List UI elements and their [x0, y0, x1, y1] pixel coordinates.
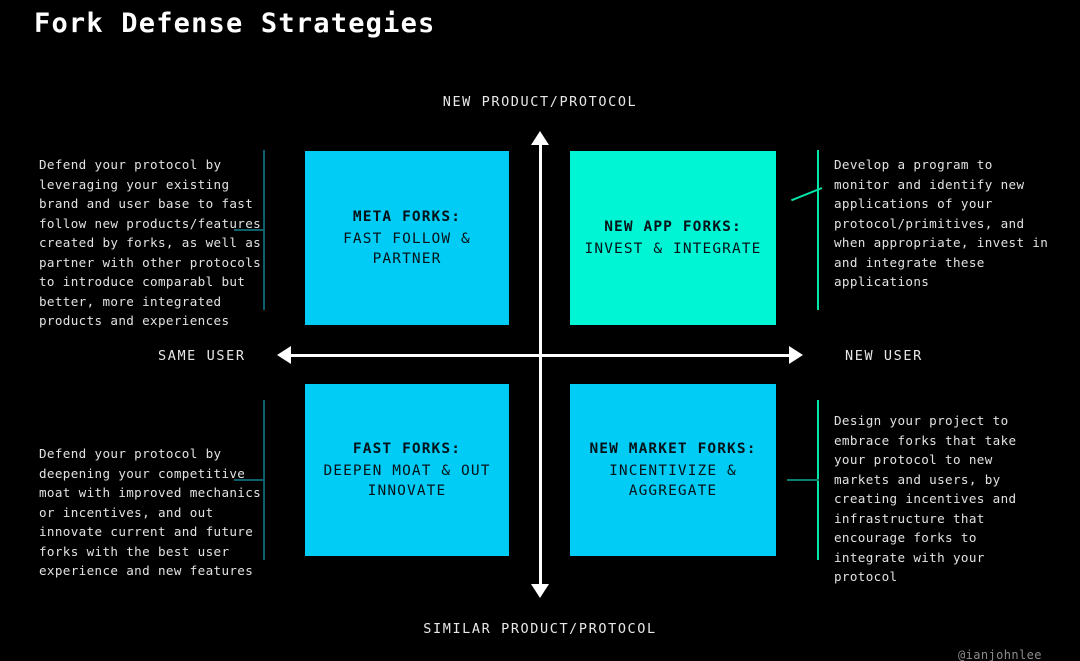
connector-line-bottom-left	[263, 400, 265, 560]
page-title: Fork Defense Strategies	[34, 8, 436, 39]
connector-line-top-left	[263, 150, 265, 310]
quadrant-new-market-forks[interactable]: NEW MARKET FORKS: INCENTIVIZE & AGGREGAT…	[570, 384, 776, 556]
annotation-bottom-right: Design your project to embrace forks tha…	[834, 413, 1017, 584]
axis-label-right: NEW USER	[845, 348, 923, 364]
arrow-up-icon	[531, 131, 549, 145]
connector-stub-bottom-right	[787, 479, 819, 481]
horizontal-axis-line	[288, 354, 792, 357]
vertical-axis-line	[539, 140, 542, 592]
quadrant-title: NEW APP FORKS:	[604, 219, 742, 235]
axis-label-left: SAME USER	[158, 348, 246, 364]
connector-stub-bottom-left	[234, 479, 264, 481]
arrow-down-icon	[531, 584, 549, 598]
quadrant-subtitle: INCENTIVIZE & AGGREGATE	[609, 463, 737, 499]
quadrant-fast-forks[interactable]: FAST FORKS: DEEPEN MOAT & OUT INNOVATE	[305, 384, 509, 556]
arrow-left-icon	[277, 346, 291, 364]
quadrant-subtitle: DEEPEN MOAT & OUT INNOVATE	[323, 463, 491, 499]
quadrant-meta-forks[interactable]: META FORKS: FAST FOLLOW & PARTNER	[305, 151, 509, 325]
quadrant-title: META FORKS:	[352, 209, 462, 225]
quadrant-subtitle: FAST FOLLOW & PARTNER	[343, 231, 471, 267]
quadrant-subtitle: INVEST & INTEGRATE	[584, 241, 762, 257]
connector-line-top-right	[817, 150, 819, 310]
quadrant-title: NEW MARKET FORKS:	[589, 441, 757, 457]
connector-stub-top-left	[234, 229, 264, 231]
watermark-handle: @ianjohnlee	[958, 648, 1042, 661]
annotation-top-left: Defend your protocol by leveraging your …	[39, 157, 262, 328]
annotation-top-right: Develop a program to monitor and identif…	[834, 157, 1049, 289]
annotation-bottom-left: Defend your protocol by deepening your c…	[39, 446, 262, 578]
quadrant-new-app-forks[interactable]: NEW APP FORKS: INVEST & INTEGRATE	[570, 151, 776, 325]
axis-label-top: NEW PRODUCT/PROTOCOL	[442, 94, 638, 110]
quadrant-title: FAST FORKS:	[352, 441, 462, 457]
axis-label-bottom: SIMILAR PRODUCT/PROTOCOL	[423, 621, 657, 637]
arrow-right-icon	[789, 346, 803, 364]
